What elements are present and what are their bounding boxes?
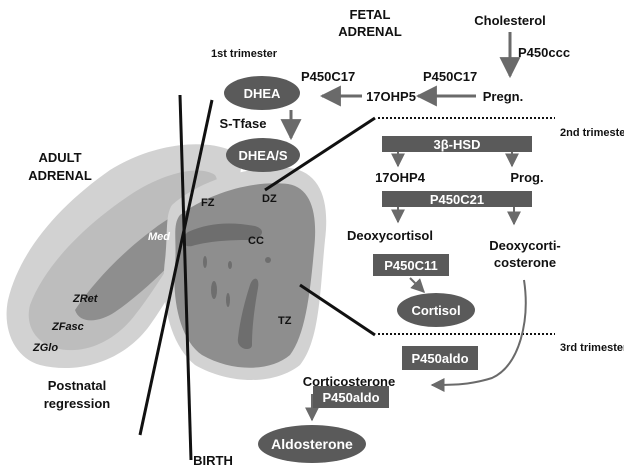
molecule-dhea: DHEA: [244, 86, 281, 101]
fetal-adrenal-central-vein: [237, 278, 259, 350]
zone-label-zfasc: ZFasc: [51, 321, 84, 333]
zoom-line-upper: [264, 116, 376, 192]
third-trimester-label: 3rd trimester: [560, 342, 624, 354]
fetal-adrenal-speck: [228, 261, 232, 269]
molecule-aldosterone: Aldosterone: [271, 436, 353, 452]
birth-label: BIRTH: [193, 453, 233, 468]
zone-label-zglo: ZGlo: [32, 342, 58, 354]
enzyme-p450c21-box: [382, 191, 532, 207]
enzyme-p450aldo-box-3rd: [402, 346, 478, 370]
enzyme-p450aldo: P450aldo: [322, 390, 379, 405]
fetal-adrenal-heading: ADRENAL: [338, 24, 402, 39]
first-trimester-label: 1st trimester: [211, 48, 278, 60]
molecule-aldosterone-node: [258, 425, 366, 463]
zone-label-zret: ZRet: [72, 293, 99, 305]
enzyme-p450c17-dhea: P450C17: [301, 69, 355, 84]
enzyme-p450c21: P450C21: [430, 192, 484, 207]
enzyme-p450ccc: P450ccc: [518, 45, 570, 60]
zoom-line-lower: [299, 283, 376, 337]
enzyme-p450aldo-3rd: P450aldo: [411, 351, 468, 366]
adult-adrenal-heading: ADULT: [38, 150, 81, 165]
fetal-adrenal-speck: [240, 225, 248, 231]
adult-adrenal-heading: ADRENAL: [28, 168, 92, 183]
molecule-deoxycorticosterone: Deoxycorti-: [489, 238, 561, 253]
molecule-17ohp4: 17OHP4: [375, 170, 426, 185]
molecule-cortisol-node: [397, 293, 475, 327]
postnatal-regression-label: regression: [44, 396, 111, 411]
zone-label-dz: DZ: [262, 193, 277, 205]
molecule-dheas-node: [226, 138, 300, 172]
zone-label-cc: CC: [248, 235, 264, 247]
molecule-deoxycorticosterone: costerone: [494, 255, 556, 270]
molecule-17ohp5: 17OHP5: [366, 89, 416, 104]
fetal-adrenal-speck: [265, 257, 271, 263]
second-trimester-label: 2nd trimester: [560, 127, 624, 139]
enzyme-3bhsd: 3β-HSD: [434, 137, 481, 152]
fetal-adrenal-gland: [163, 167, 327, 380]
molecule-cholesterol: Cholesterol: [474, 13, 546, 28]
molecule-progesterone: Prog.: [510, 170, 543, 185]
enzyme-p450c11-box: [373, 254, 449, 276]
molecule-dhea-node: [224, 76, 300, 110]
enzyme-3bhsd-box: [382, 136, 532, 152]
enzyme-p450c11: P450C11: [384, 258, 438, 273]
molecule-cortisol: Cortisol: [411, 303, 460, 318]
fetal-adrenal-speck: [203, 256, 207, 268]
zone-label-med: Med: [148, 231, 170, 243]
molecule-corticosterone: Corticosterone: [303, 374, 395, 389]
fetal-adrenal-speck: [226, 293, 230, 307]
enzyme-p450c17-17ohp5: P450C17: [423, 69, 477, 84]
molecule-pregnenolone: Pregn.: [483, 89, 523, 104]
enzyme-s-tfase: S-Tfase: [220, 116, 267, 131]
birth-line: [178, 94, 193, 461]
molecule-dheas: DHEA/S: [238, 148, 287, 163]
molecule-deoxycortisol: Deoxycortisol: [347, 228, 433, 243]
zone-label-fz: FZ: [201, 197, 215, 209]
arrow-p450c11-to-cortisol: [409, 277, 425, 293]
regression-line: [138, 99, 214, 436]
postnatal-regression-label: Postnatal: [48, 378, 107, 393]
zone-label-tz: TZ: [278, 315, 292, 327]
fetal-adrenal-speck: [211, 281, 217, 299]
arrow-deoxycorticosterone-to-corticosterone: [430, 279, 527, 392]
fetal-adrenal-heading: FETAL: [350, 7, 391, 22]
enzyme-p450aldo-box: [313, 386, 389, 408]
